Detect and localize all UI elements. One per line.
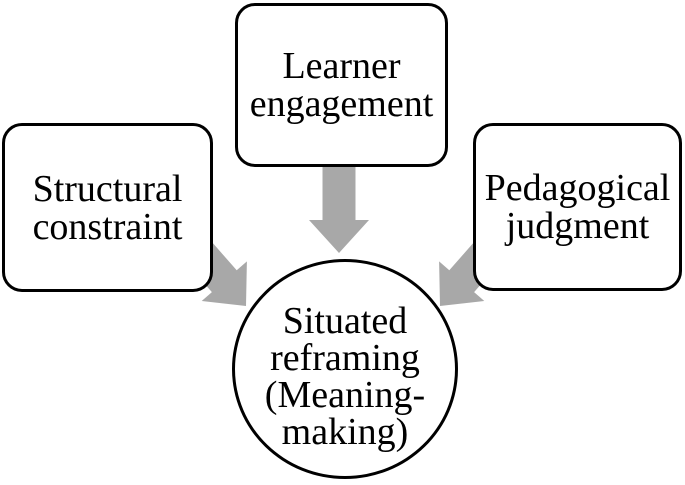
- node-situated-reframing: Situated reframing (Meaning- making): [232, 259, 458, 479]
- node-learner-engagement: Learner engagement: [235, 3, 448, 167]
- node-label-line: (Meaning-: [264, 374, 426, 416]
- node-label-line: constraint: [32, 205, 183, 248]
- node-pedagogical-judgment: Pedagogical judgment: [473, 123, 682, 291]
- node-label-line: Structural: [32, 167, 183, 210]
- arrow-learner-to-center-icon: [309, 158, 369, 253]
- node-label-line: engagement: [249, 83, 434, 125]
- node-label-line: Situated: [282, 300, 408, 342]
- node-label-line: Learner: [282, 45, 401, 87]
- node-label-line: Pedagogical: [484, 167, 671, 209]
- node-structural-constraint: Structural constraint: [2, 123, 213, 292]
- node-label-line: judgment: [505, 205, 650, 247]
- node-label-line: reframing: [270, 337, 420, 379]
- node-label-line: making): [281, 411, 409, 453]
